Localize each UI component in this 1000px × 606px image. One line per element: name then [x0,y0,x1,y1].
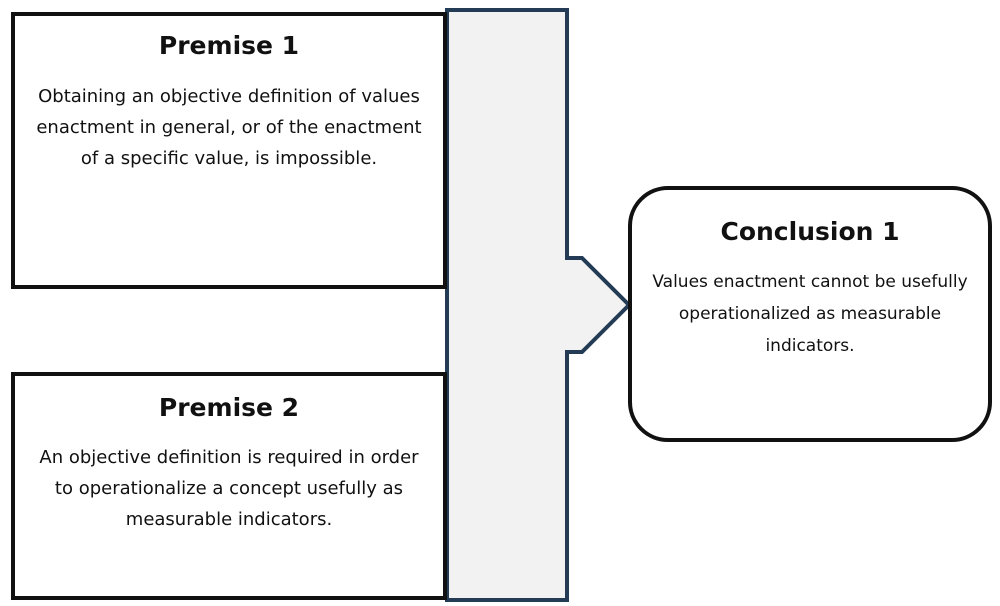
conclusion-1-text: Values enactment cannot be usefully oper… [652,272,968,356]
premise-1-title: Premise 1 [158,31,300,60]
premise-1-text: Obtaining an objective definition of val… [36,86,422,169]
connector-arrow [445,8,632,602]
premise-2-box: Premise 2 An objective definition is req… [11,372,447,600]
conclusion-1-box: Conclusion 1 Values enactment cannot be … [628,186,992,442]
premise-2-title: Premise 2 [158,393,300,422]
premise-2-text: An objective definition is required in o… [39,447,419,530]
conclusion-1-title: Conclusion 1 [720,217,900,246]
premise-1-box: Premise 1 Obtaining an objective definit… [11,12,447,289]
